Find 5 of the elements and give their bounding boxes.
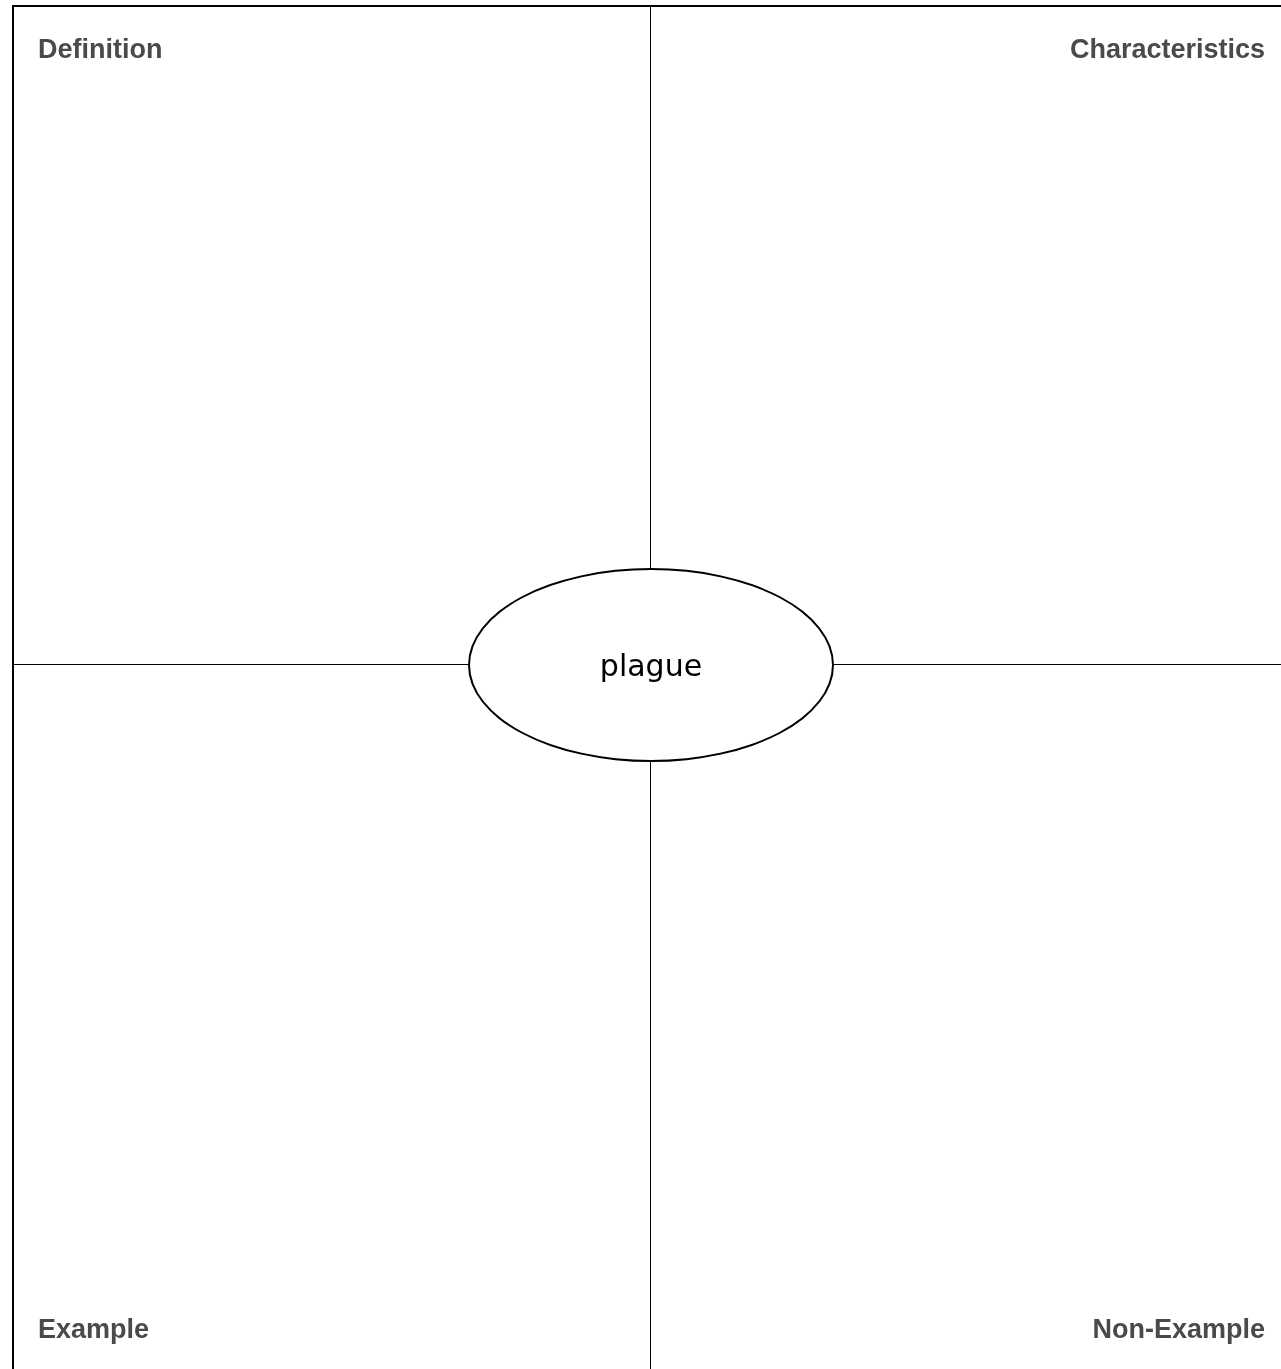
term-text: plague [599, 646, 703, 685]
quadrant-heading: Example [38, 1312, 150, 1346]
quadrant-heading: Non-Example [1092, 1312, 1265, 1346]
quadrant-heading: Definition [38, 33, 163, 66]
quadrant-heading: Characteristics [1069, 33, 1265, 66]
